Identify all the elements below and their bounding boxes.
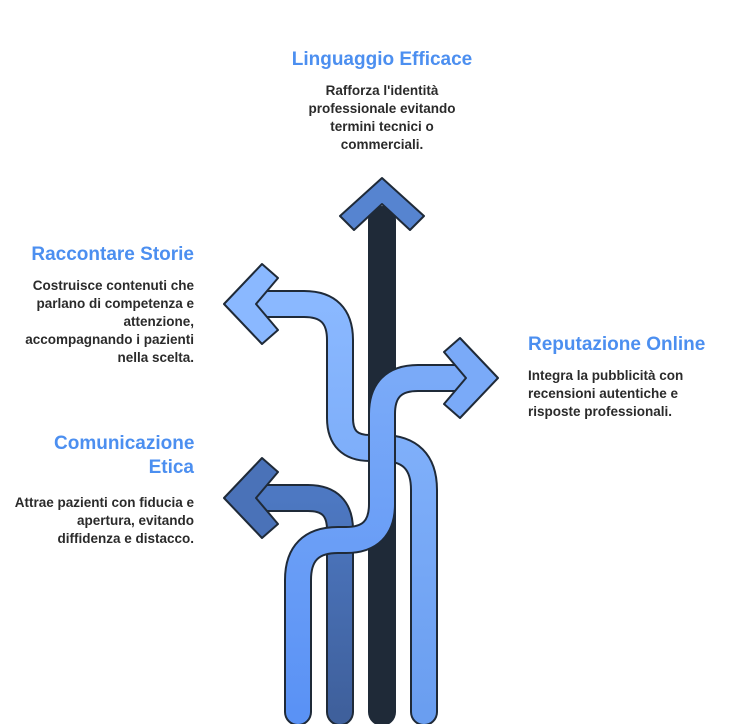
item-description: Attrae pazienti con fiducia e apertura, … — [14, 495, 194, 546]
item-reputazione-online: Reputazione Online Integra la pubblicità… — [528, 333, 728, 421]
item-title: Raccontare Storie — [31, 244, 194, 265]
item-description: Rafforza l'identità professionale evitan… — [308, 83, 456, 152]
item-comunicazione-etica: Comunicazione Etica Attrae pazienti con … — [14, 432, 195, 548]
arrow-comunicazione-etica — [223, 457, 354, 724]
arrow-raccontare-storie — [223, 263, 438, 724]
item-title: Reputazione Online — [528, 334, 706, 355]
item-description: Costruisce contenuti che parlano di comp… — [25, 278, 194, 365]
item-title: Comunicazione Etica — [54, 433, 195, 478]
item-raccontare-storie: Raccontare Storie Costruisce contenuti c… — [14, 243, 194, 367]
item-description: Integra la pubblicità con recensioni aut… — [528, 368, 684, 419]
arrow-reputazione-online — [284, 337, 499, 724]
item-title: Linguaggio Efficace — [291, 49, 473, 70]
item-linguaggio-efficace: Linguaggio Efficace Rafforza l'identità … — [272, 48, 492, 154]
